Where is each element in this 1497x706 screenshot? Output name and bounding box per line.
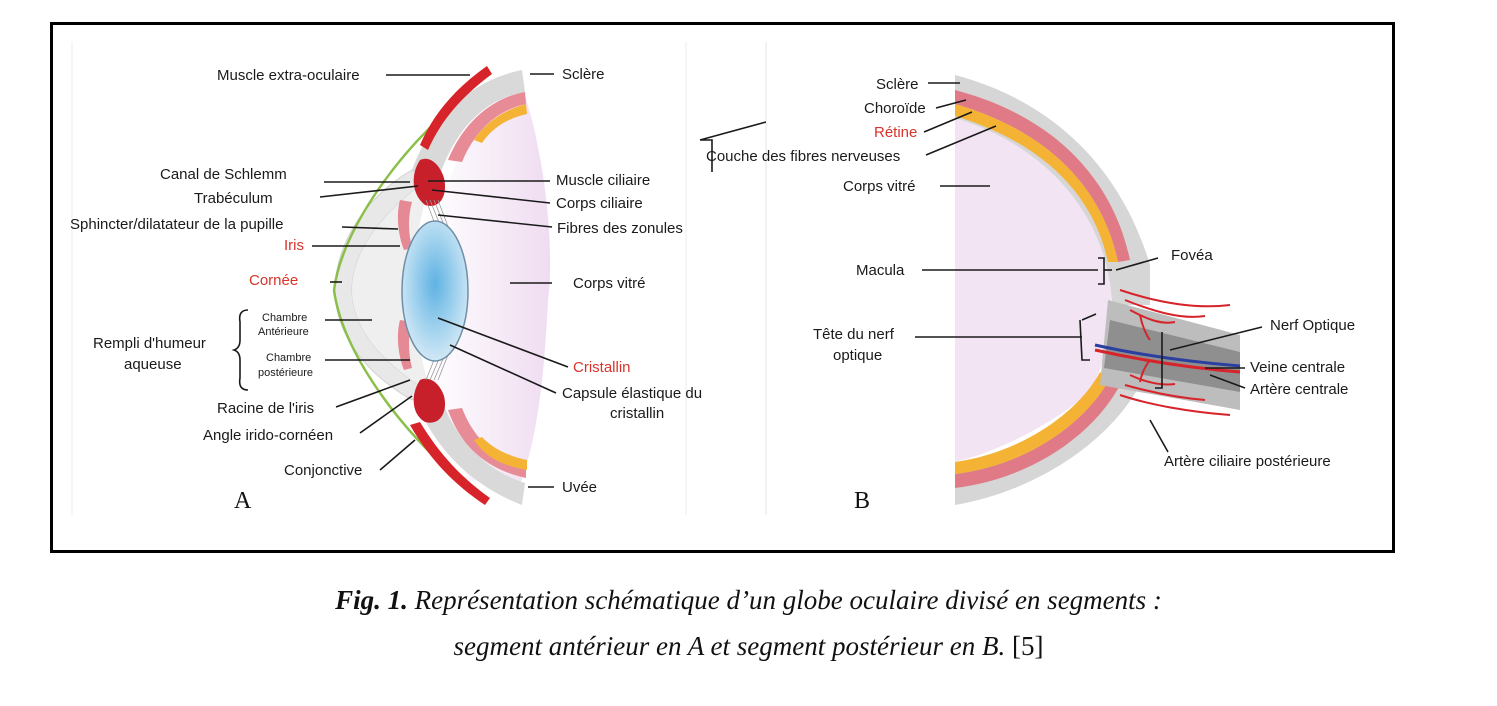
label-corps-vitre-a: Corps vitré bbox=[573, 275, 646, 292]
panel-letter-a: A bbox=[234, 488, 252, 514]
label-capsule-2: cristallin bbox=[610, 405, 664, 422]
label-artere: Artère centrale bbox=[1250, 381, 1348, 398]
ciliary-bottom bbox=[413, 378, 446, 423]
central-artery bbox=[1094, 348, 1241, 374]
label-corps-vitre-b: Corps vitré bbox=[843, 178, 916, 195]
label-artere-cil: Artère ciliaire postérieure bbox=[1164, 453, 1331, 470]
label-uvee: Uvée bbox=[562, 479, 597, 496]
label-corps-ciliaire: Corps ciliaire bbox=[556, 195, 643, 212]
iris-top bbox=[397, 200, 412, 250]
figure-frame bbox=[50, 22, 1395, 553]
caption-ref: [5] bbox=[1005, 631, 1044, 661]
label-couche: Couche des fibres nerveuses bbox=[706, 148, 900, 165]
label-sphincter: Sphincter/dilatateur de la pupille bbox=[70, 216, 283, 233]
central-vein bbox=[1094, 343, 1241, 368]
label-sclere-a: Sclère bbox=[562, 66, 605, 83]
label-retine: Rétine bbox=[874, 124, 917, 141]
panel-letter-b: B bbox=[854, 488, 870, 514]
panel-a-leaders bbox=[231, 73, 569, 488]
panel-a bbox=[332, 66, 551, 505]
caption-text-2: segment antérieur en A et segment postér… bbox=[453, 631, 1006, 661]
label-chambre-post-1: Chambre bbox=[266, 352, 311, 364]
label-cornee: Cornée bbox=[249, 272, 298, 289]
sclera-a-top bbox=[412, 70, 525, 175]
retina-a-bottom bbox=[474, 437, 527, 470]
label-chambre-ant-1: Chambre bbox=[262, 312, 307, 324]
label-angle: Angle irido-cornéen bbox=[203, 427, 333, 444]
label-iris: Iris bbox=[284, 237, 304, 254]
label-tete-1: Tête du nerf bbox=[813, 326, 895, 343]
choroid-a-top bbox=[448, 92, 526, 162]
label-fibres: Fibres des zonules bbox=[557, 220, 683, 237]
panel-a-labels: Muscle extra-oculaire Sclère Canal de Sc… bbox=[70, 66, 702, 514]
sclera-a-bottom bbox=[412, 390, 525, 505]
label-capsule-1: Capsule élastique du bbox=[562, 385, 702, 402]
label-chambre-ant-2: Antérieure bbox=[258, 326, 309, 338]
label-tete-2: optique bbox=[833, 347, 882, 364]
panel-b-labels: Sclère Choroïde Rétine Couche des fibres… bbox=[706, 76, 1355, 514]
conjunctiva-line bbox=[332, 117, 441, 463]
label-chambre-post-2: postérieure bbox=[258, 367, 313, 379]
label-cristallin: Cristallin bbox=[573, 359, 631, 376]
label-sclere-b: Sclère bbox=[876, 76, 919, 93]
panel-b-leaders bbox=[699, 82, 1263, 453]
muscle-bottom bbox=[410, 422, 490, 505]
label-rempli-1: Rempli d'humeur bbox=[93, 335, 206, 352]
label-muscle-ciliaire: Muscle ciliaire bbox=[556, 172, 650, 189]
label-conjonctive: Conjonctive bbox=[284, 462, 362, 479]
label-fovea: Fovéa bbox=[1171, 247, 1213, 264]
caption-line-1: Fig. 1. Représentation schématique d’un … bbox=[0, 585, 1497, 616]
label-nerf: Nerf Optique bbox=[1270, 317, 1355, 334]
eye-diagram: Muscle extra-oculaire Sclère Canal de Sc… bbox=[70, 42, 1355, 515]
label-racine-iris: Racine de l'iris bbox=[217, 400, 314, 417]
optic-nerve-core bbox=[1104, 320, 1240, 392]
lens bbox=[401, 220, 469, 362]
muscle-top bbox=[420, 66, 492, 150]
label-trabeculum: Trabéculum bbox=[194, 190, 273, 207]
vitreous-b bbox=[955, 110, 1112, 462]
retina-a-top bbox=[474, 104, 527, 143]
label-macula: Macula bbox=[856, 262, 905, 279]
caption-lead: Fig. 1. bbox=[335, 585, 408, 615]
caption-text-1: Représentation schématique d’un globe oc… bbox=[407, 585, 1162, 615]
label-rempli-2: aqueuse bbox=[124, 356, 182, 373]
caption-line-2: segment antérieur en A et segment postér… bbox=[0, 631, 1497, 662]
label-veine: Veine centrale bbox=[1250, 359, 1345, 376]
label-muscle-extra: Muscle extra-oculaire bbox=[217, 67, 360, 84]
label-canal-schlemm: Canal de Schlemm bbox=[160, 166, 287, 183]
label-choroide: Choroïde bbox=[864, 100, 926, 117]
ciliary-top bbox=[413, 158, 446, 206]
ciliary-arteries bbox=[1119, 289, 1231, 416]
panel-b bbox=[955, 75, 1241, 505]
